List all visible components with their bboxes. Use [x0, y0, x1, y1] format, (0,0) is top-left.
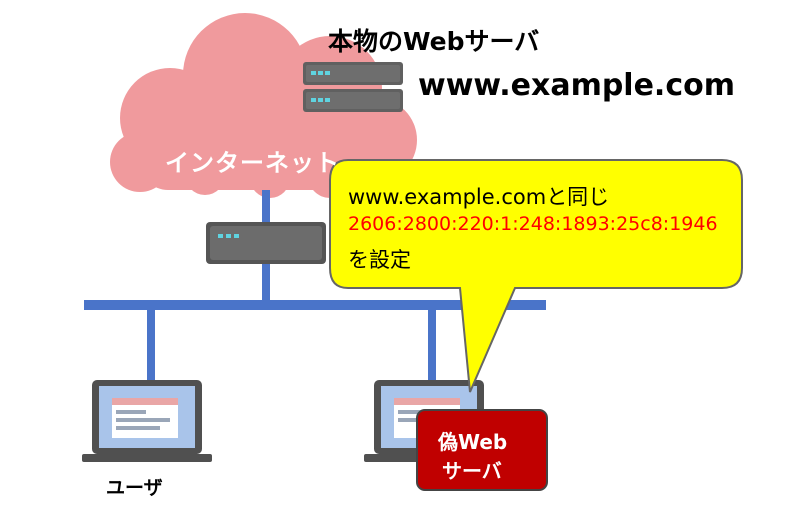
- callout-text-hostname: www.example.comと同じ: [348, 185, 610, 209]
- callout-text-setting: を設定: [348, 248, 411, 272]
- network-lines: [84, 190, 546, 385]
- user-label: ユーザ: [106, 477, 163, 499]
- internet-label: インターネット: [165, 149, 340, 177]
- callout-text-ip-address: 2606:2800:220:1:248:1893:25c8:1946: [348, 213, 718, 235]
- callout-bubble: [329, 159, 743, 393]
- real-server-hostname: www.example.com: [418, 68, 735, 103]
- fake-server-label-line1: 偽Web: [438, 430, 508, 454]
- fake-server-box: [416, 409, 548, 491]
- router-icon: [206, 222, 326, 264]
- real-server-title: 本物のWebサーバ: [328, 27, 540, 56]
- real-web-server-icon: [303, 62, 403, 112]
- fake-server-label-line2: サーバ: [442, 459, 502, 483]
- user-laptop-icon: [82, 380, 212, 462]
